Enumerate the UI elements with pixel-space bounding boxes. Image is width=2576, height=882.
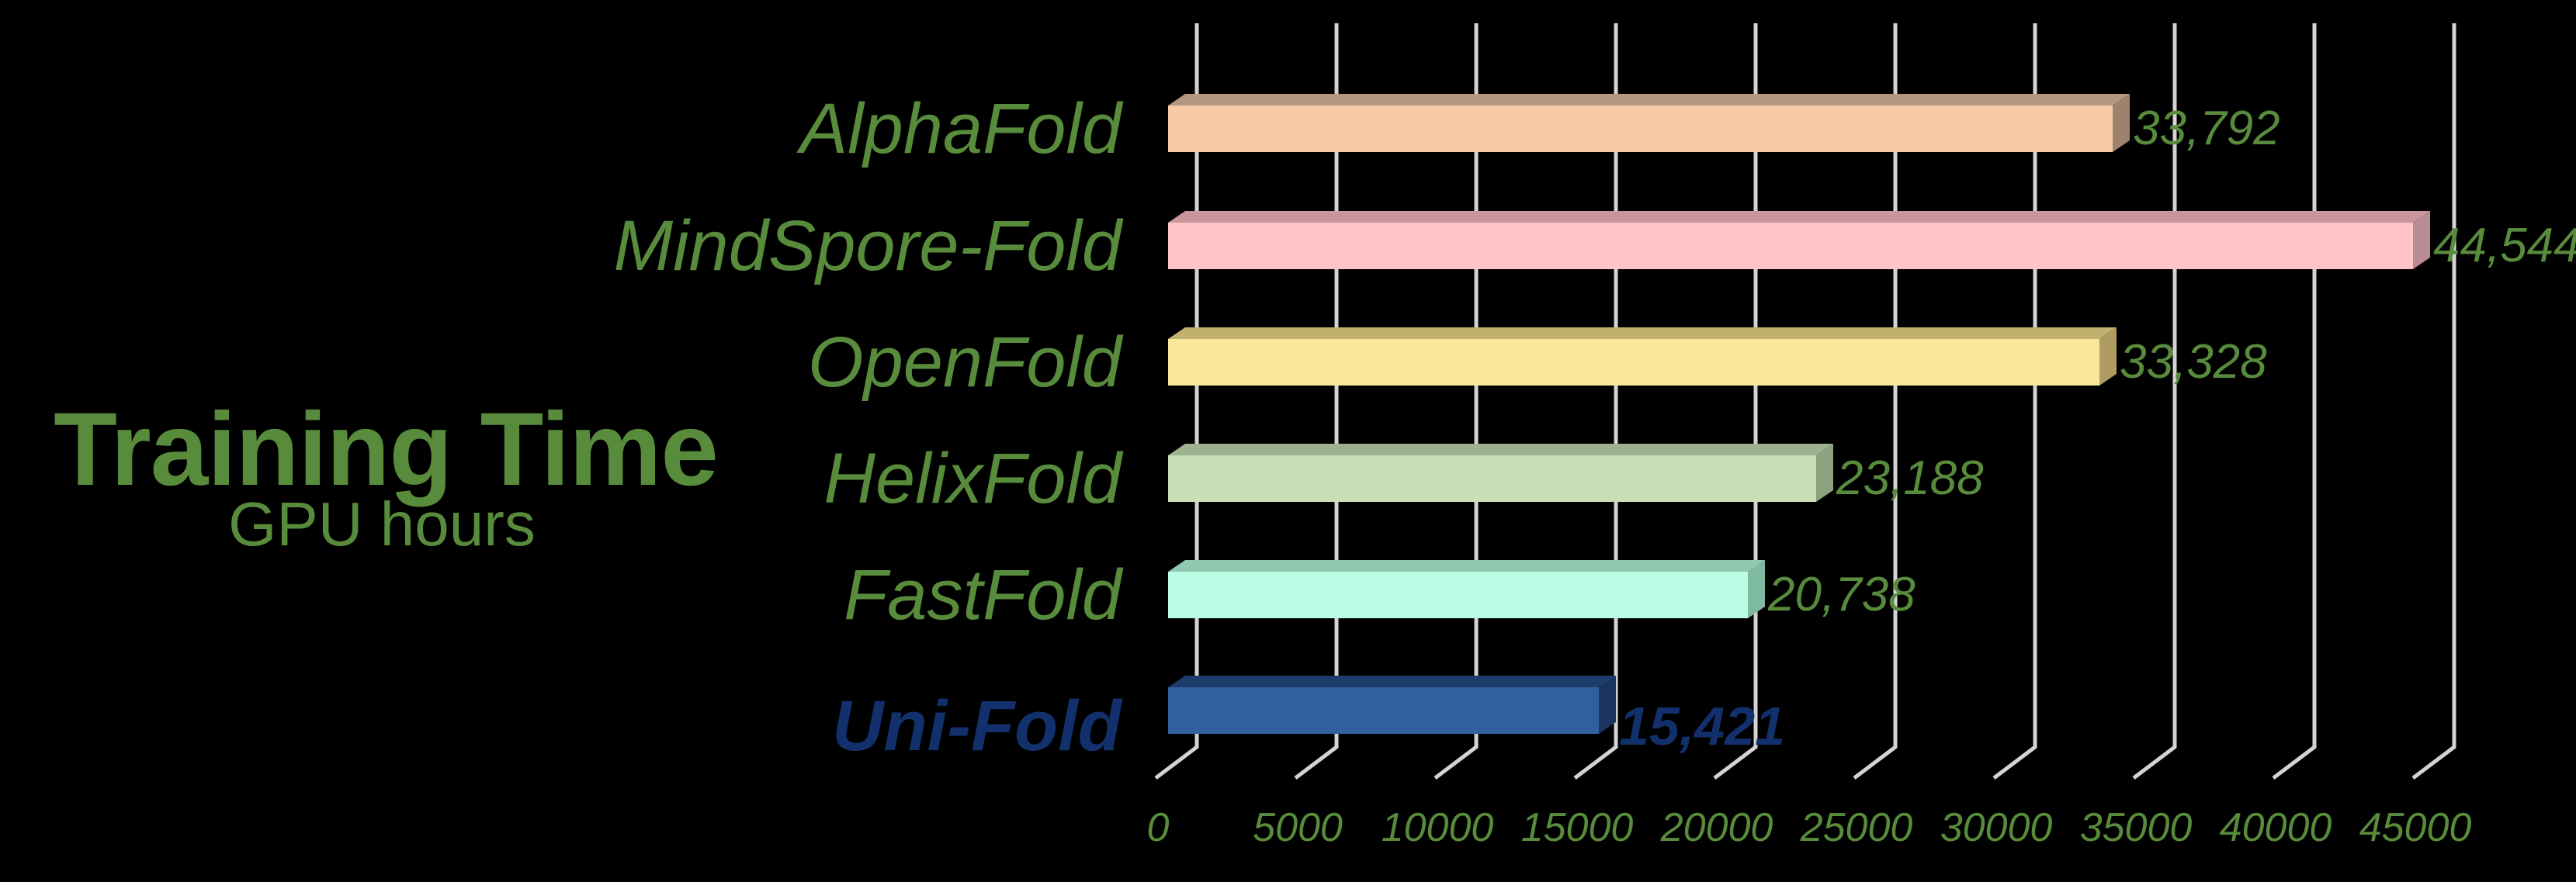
- bar-top-face: [1168, 211, 2430, 223]
- category-label-helixfold: HelixFold: [823, 439, 1122, 518]
- bar-top-face: [1168, 327, 2117, 339]
- x-axis-tick-label: 35000: [2079, 805, 2193, 850]
- category-label-openfold: OpenFold: [807, 323, 1122, 402]
- x-axis-tick-label: 15000: [1520, 805, 1634, 850]
- bar-side-face: [1599, 676, 1616, 734]
- bar-side-face: [2413, 211, 2430, 269]
- category-label-uni-fold: Uni-Fold: [832, 687, 1122, 766]
- chart-subtitle: GPU hours: [228, 489, 536, 559]
- bar-side-face: [1816, 444, 1833, 502]
- x-axis-tick-label: 45000: [2359, 805, 2472, 850]
- bar-front-face: [1168, 687, 1599, 734]
- x-axis-tick-label: 20000: [1660, 805, 1773, 850]
- bar-top-face: [1168, 444, 1833, 455]
- bar-openfold: [1168, 327, 2117, 386]
- bar-front-face: [1168, 339, 2099, 386]
- value-label-uni-fold: 15,421: [1619, 696, 1786, 756]
- bar-helixfold: [1168, 444, 1833, 502]
- bar-front-face: [1168, 223, 2413, 269]
- bar-side-face: [1748, 560, 1765, 618]
- value-label-fastfold: 20,738: [1768, 568, 1916, 621]
- bar-top-face: [1168, 560, 1765, 572]
- bar-side-face: [2113, 94, 2130, 152]
- x-axis-tick-label: 5000: [1253, 805, 1343, 850]
- value-label-alphafold: 33,792: [2133, 102, 2280, 155]
- category-label-fastfold: FastFold: [844, 555, 1122, 635]
- category-label-mindspore-fold: MindSpore-Fold: [613, 206, 1122, 285]
- gridline: [2411, 23, 2456, 780]
- x-axis-tick-label: 10000: [1381, 805, 1494, 850]
- bar-top-face: [1168, 94, 2130, 105]
- x-axis-tick-label: 0: [1146, 805, 1170, 850]
- bar-side-face: [2099, 327, 2117, 386]
- x-axis-tick-label: 40000: [2219, 805, 2332, 850]
- value-label-openfold: 33,328: [2120, 335, 2267, 389]
- category-label-alphafold: AlphaFold: [799, 89, 1122, 168]
- value-label-mindspore-fold: 44,544: [2433, 219, 2576, 272]
- bar-front-face: [1168, 105, 2113, 152]
- bar-front-face: [1168, 572, 1748, 618]
- bar-front-face: [1168, 455, 1816, 502]
- value-label-helixfold: 23,188: [1836, 451, 1984, 505]
- bar-uni-fold: [1168, 676, 1616, 734]
- bar-top-face: [1168, 676, 1616, 687]
- bar-fastfold: [1168, 560, 1765, 618]
- bar-alphafold: [1168, 94, 2130, 152]
- x-axis-tick-label: 30000: [1940, 805, 2053, 850]
- bar-mindspore-fold: [1168, 211, 2430, 269]
- x-axis-tick-label: 25000: [1800, 805, 1913, 850]
- chart-title: Training Time: [54, 392, 719, 507]
